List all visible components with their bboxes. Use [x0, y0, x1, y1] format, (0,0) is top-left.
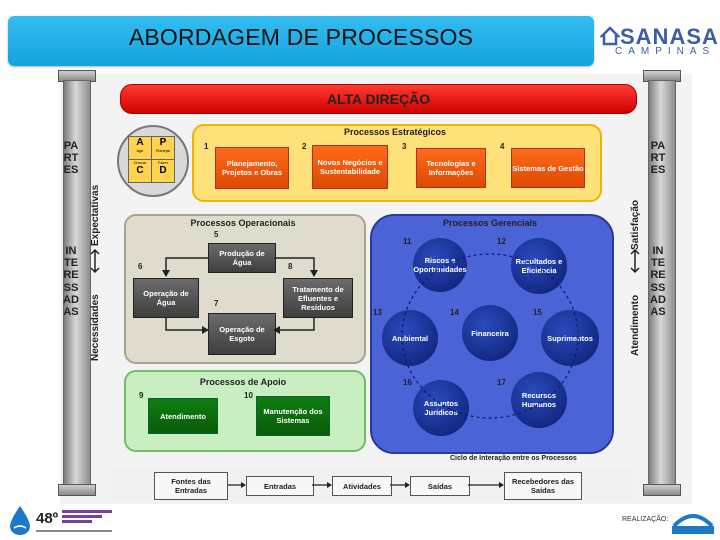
left-label-necessidades: Necessidades — [90, 294, 101, 361]
num-10: 10 — [244, 391, 253, 400]
circle-ambiental: Ambiental — [382, 310, 438, 366]
left-letters-bottom: INTERESSADAS — [63, 245, 79, 319]
operacionais-arrows — [162, 257, 318, 334]
page-title: ABORDAGEM DE PROCESSOS — [128, 24, 474, 50]
num-11: 11 — [403, 237, 412, 246]
congress-number: 48º — [36, 510, 59, 527]
circle-riscos: Riscos e Oportunidades — [413, 238, 467, 292]
circle-suprimentos: Suprimentos — [541, 310, 599, 366]
box-tecnologias: Tecnologias e Informações — [416, 148, 486, 188]
ciclo-label: Ciclo de Interação entre os Processos — [450, 455, 577, 462]
right-pillar — [648, 80, 676, 487]
right-letters-bottom: INTERESSADAS — [650, 245, 666, 319]
box-novos-negocios: Novos Negócios e Sustentabilidade — [312, 145, 388, 189]
num-3: 3 — [402, 142, 407, 151]
flow-atividades: Atividades — [332, 476, 392, 496]
congress-logo-rule — [36, 530, 112, 532]
brand-subtitle: CAMPINAS — [615, 46, 716, 57]
box-operacao-esgoto: Operação de Esgoto — [208, 313, 276, 355]
right-label-atendimento: Atendimento — [630, 294, 641, 356]
flow-arrows — [228, 482, 504, 488]
right-letters-top: PARTES — [650, 140, 666, 177]
num-4: 4 — [500, 142, 505, 151]
water-drop-logo-icon — [10, 506, 30, 535]
operacionais-title: Processos Operacionais — [190, 218, 296, 228]
assemae-logo-icon — [672, 514, 714, 534]
box-operacao-agua: Operação de Água — [133, 278, 199, 318]
realizacao-label: REALIZAÇÃO: — [622, 516, 669, 523]
num-16: 16 — [403, 378, 412, 387]
title-bar: ABORDAGEM DE PROCESSOS — [8, 16, 594, 66]
circle-assuntos-juridicos: Assuntos Jurídicos — [413, 380, 469, 436]
box-sistemas-gestao: Sistemas de Gestão — [511, 148, 585, 188]
num-13: 13 — [373, 308, 382, 317]
apoio-title: Processos de Apoio — [199, 377, 287, 387]
right-double-arrow-icon — [630, 248, 640, 274]
circle-resultados: Resultados e Eficiência — [511, 238, 567, 294]
circle-recursos-humanos: Recursos Humanos — [511, 372, 567, 428]
left-pillar-base — [58, 484, 96, 496]
num-17: 17 — [497, 378, 506, 387]
num-12: 12 — [497, 237, 506, 246]
num-14: 14 — [450, 308, 459, 317]
flow-entradas: Entradas — [246, 476, 314, 496]
num-9: 9 — [139, 391, 144, 400]
num-15: 15 — [533, 308, 542, 317]
alta-direcao-label: ALTA DIREÇÃO — [326, 91, 431, 107]
num-7: 7 — [214, 299, 219, 308]
box-planejamento: Planejamento, Projetos e Obras — [215, 147, 289, 189]
congress-logo-icon — [62, 510, 112, 528]
house-logo-icon — [600, 26, 620, 46]
brand-name: SANASA — [620, 24, 719, 49]
right-pillar-base — [643, 484, 681, 496]
left-double-arrow-icon — [90, 248, 100, 274]
left-letters-top: PARTES — [63, 140, 79, 177]
alta-direcao-banner: ALTA DIREÇÃO — [120, 84, 637, 114]
box-tratamento-efluentes: Tratamento de Efluentes e Resíduos — [283, 278, 353, 318]
left-pillar — [63, 80, 91, 487]
box-manutencao: Manutenção dos Sistemas — [256, 396, 330, 436]
estrategicos-title: Processos Estratégicos — [343, 127, 447, 137]
left-label-expectativas: Expectativas — [90, 184, 101, 246]
flow-fontes-entradas: Fontes das Entradas — [154, 472, 228, 500]
num-5: 5 — [214, 230, 219, 239]
circle-financeira: Financeira — [462, 305, 518, 361]
right-label-satisfacao: Satisfação — [630, 199, 641, 250]
num-8: 8 — [288, 262, 293, 271]
num-2: 2 — [302, 142, 307, 151]
num-6: 6 — [138, 262, 143, 271]
gerenciais-title: Processos Gerenciais — [442, 218, 538, 228]
flow-saidas: Saídas — [410, 476, 470, 496]
flow-recebedores: Recebedores das Saídas — [504, 472, 582, 500]
box-atendimento: Atendimento — [148, 398, 218, 434]
gerenciais-dotted-ring — [401, 253, 579, 419]
num-1: 1 — [204, 142, 209, 151]
